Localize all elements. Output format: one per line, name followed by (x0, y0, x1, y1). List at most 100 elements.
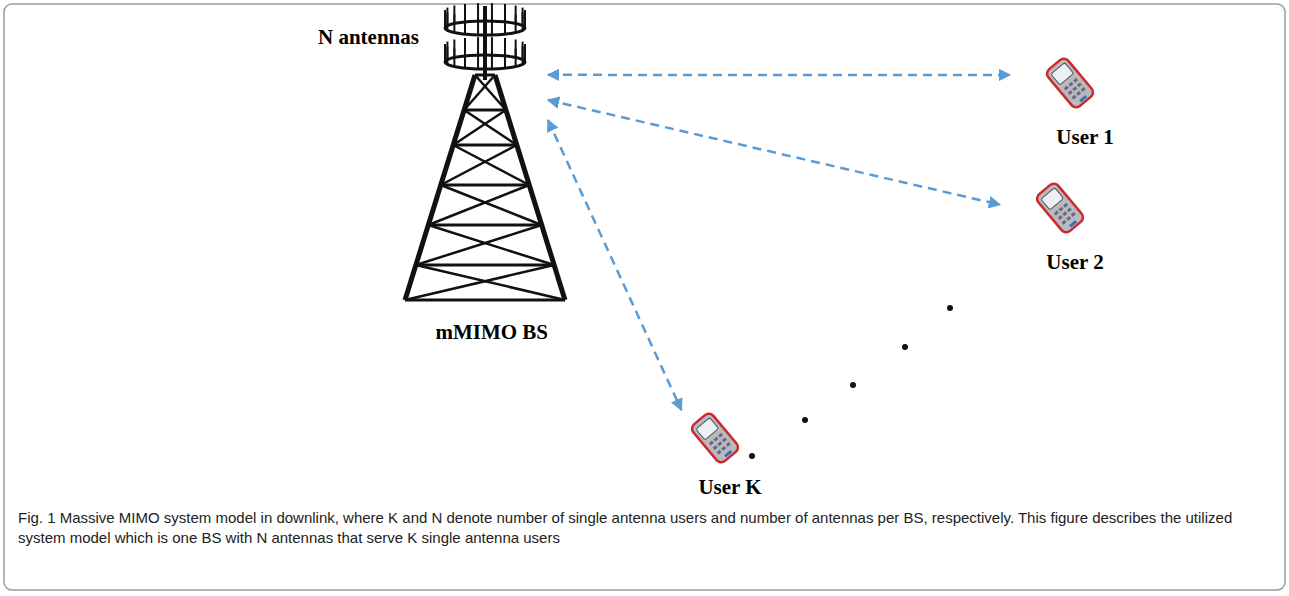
tower-brace (464, 109, 506, 112)
tower-brace (416, 265, 565, 300)
antenna-element (464, 4, 466, 22)
antenna-element (444, 10, 446, 28)
phone-key (1066, 216, 1071, 221)
phone-key (713, 445, 718, 450)
phone-key (717, 450, 722, 455)
phone-button (1069, 220, 1077, 227)
phone-key (1076, 91, 1081, 96)
antenna-element (477, 3, 479, 21)
phone-key (1077, 82, 1082, 87)
antenna-element (504, 4, 506, 22)
tower-brace (441, 145, 517, 185)
tower-brace (416, 264, 554, 267)
tower-brace (464, 110, 517, 145)
antenna-label: N antennas (300, 25, 419, 50)
phone-key (1063, 203, 1068, 208)
antenna-element (515, 40, 517, 58)
user-label: User 1 (1026, 125, 1113, 150)
dot (947, 305, 953, 311)
figure-caption: Fig. 1 Massive MIMO system model in down… (18, 508, 1268, 549)
phone-button (1079, 95, 1087, 102)
phone-key (709, 441, 714, 446)
phone-key (1068, 82, 1073, 87)
antenna-element (522, 8, 524, 26)
phone-icon (1000, 180, 1120, 235)
antenna-element (524, 10, 526, 28)
user-label: User 2 (1016, 250, 1103, 275)
phone-key (1058, 207, 1063, 212)
tower-brace (441, 185, 542, 225)
phone-key (1068, 90, 1073, 95)
signal-link (548, 74, 1010, 77)
user-terminal: User 2 (1000, 180, 1120, 275)
antenna-element (491, 37, 493, 55)
antenna-element (464, 38, 466, 56)
frame-border (4, 4, 1285, 590)
phone-key (718, 433, 723, 438)
antenna-element (444, 44, 446, 62)
tower-brace (428, 225, 554, 265)
dot (850, 382, 856, 388)
signal-link (548, 120, 681, 410)
antenna-element (453, 6, 455, 24)
antenna-element (522, 42, 524, 60)
antenna-element (453, 40, 455, 58)
user-label: User K (668, 475, 761, 500)
continuation-dots (749, 305, 953, 459)
user-terminal: User 1 (1010, 55, 1130, 150)
antenna-element (477, 37, 479, 55)
tower-brace (453, 144, 517, 147)
phone-screen (1051, 63, 1074, 85)
tower-brace (416, 225, 542, 265)
phone-key (1071, 212, 1076, 217)
phone-key (1064, 86, 1069, 91)
mast (483, 6, 487, 80)
phone-key (1062, 211, 1067, 216)
dot (749, 453, 755, 459)
phone-body (1045, 56, 1096, 109)
antenna-element (491, 3, 493, 21)
phone-screen (696, 418, 719, 440)
tower-brace (475, 74, 495, 77)
antenna-element (446, 42, 448, 60)
tower-illustration (300, 0, 548, 345)
tower-brace (405, 265, 554, 300)
tower-brace (464, 75, 495, 110)
phone-button (724, 450, 732, 457)
tower-brace (428, 185, 529, 225)
phone-body (1035, 181, 1086, 234)
tower-brace (453, 145, 529, 185)
tower-brace (453, 110, 506, 145)
phone-key (1067, 207, 1072, 212)
phone-key (1073, 78, 1078, 83)
phone-key (1054, 211, 1059, 216)
dot (802, 417, 808, 423)
phone-key (1062, 220, 1067, 225)
phone-key (717, 441, 722, 446)
phone-key (726, 442, 731, 447)
user-terminal: User K (655, 410, 775, 500)
tower-brace (441, 184, 529, 187)
antenna-element (524, 44, 526, 62)
phone-icon (1010, 55, 1130, 110)
dot (902, 344, 908, 350)
base-station: N antennas mMIMO BS (300, 0, 548, 345)
signal-link (548, 100, 1000, 205)
phone-screen (1041, 188, 1064, 210)
phone-key (722, 437, 727, 442)
tower-brace (405, 299, 565, 302)
antenna-element (515, 6, 517, 24)
station-label: mMIMO BS (435, 320, 548, 345)
antenna-element (504, 38, 506, 56)
tower-brace (428, 224, 541, 227)
phone-key (713, 437, 718, 442)
phone-key (1072, 86, 1077, 91)
phone-key (1072, 95, 1077, 100)
phone-key (1081, 87, 1086, 92)
antenna-element (446, 8, 448, 26)
phone-icon (655, 410, 775, 465)
phone-key (721, 446, 726, 451)
phone-key (1058, 215, 1063, 220)
